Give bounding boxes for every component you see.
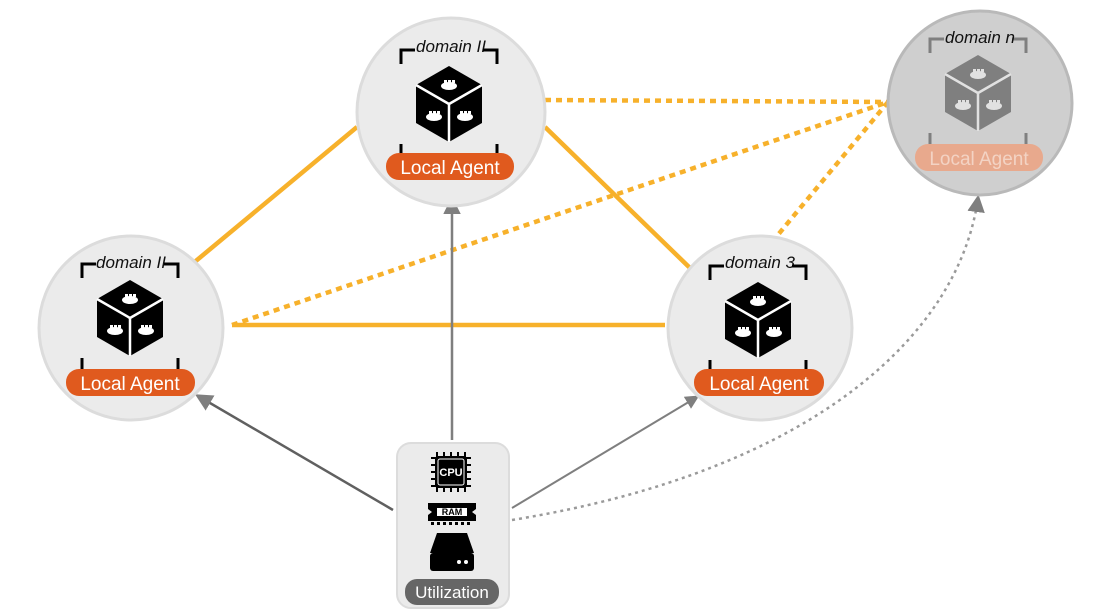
utilization-arrows xyxy=(194,194,985,522)
link-top-right xyxy=(543,125,692,270)
utilization-badge[interactable]: Utilization xyxy=(405,579,499,605)
local-agent-label: Local Agent xyxy=(400,158,500,179)
storage-drive-icon xyxy=(430,533,474,571)
link-right-far-dotted xyxy=(770,100,890,244)
local-agent-badge[interactable]: Local Agent xyxy=(386,153,514,180)
arrow-to-right xyxy=(511,395,700,509)
domain-title: domain 3 xyxy=(725,253,795,272)
link-left-far-dotted xyxy=(231,99,889,328)
cpu-text: CPU xyxy=(439,467,462,479)
local-agent-label: Local Agent xyxy=(80,374,180,395)
domain-links xyxy=(189,97,890,328)
link-top-far-dotted xyxy=(544,97,889,105)
cpu-icon: CPU xyxy=(431,452,471,492)
domain-title: domain II xyxy=(416,37,486,56)
local-agent-badge[interactable]: Local Agent xyxy=(694,369,824,396)
domain-title: domain n xyxy=(945,28,1015,47)
local-agent-label: Local Agent xyxy=(709,374,809,395)
local-agent-badge[interactable]: Local Agent xyxy=(915,144,1043,171)
utilization-node[interactable]: CPU RAM Utilization xyxy=(396,442,510,609)
domain-node-far[interactable]: domain n Local Agent xyxy=(886,9,1074,197)
domain-title: domain II xyxy=(96,253,166,272)
domain-node-left[interactable]: domain II Local Agent xyxy=(37,234,225,422)
domain-node-top[interactable]: domain II Local Agent xyxy=(355,16,547,208)
ram-icon: RAM xyxy=(428,503,476,525)
ram-text: RAM xyxy=(442,507,463,517)
arrow-to-left xyxy=(194,394,394,512)
local-agent-label: Local Agent xyxy=(929,149,1029,170)
link-top-left xyxy=(189,125,359,267)
local-agent-badge[interactable]: Local Agent xyxy=(66,369,195,396)
domain-node-right[interactable]: domain 3 Local Agent xyxy=(666,234,854,422)
utilization-label: Utilization xyxy=(415,583,489,602)
utilization-panel xyxy=(396,442,510,609)
